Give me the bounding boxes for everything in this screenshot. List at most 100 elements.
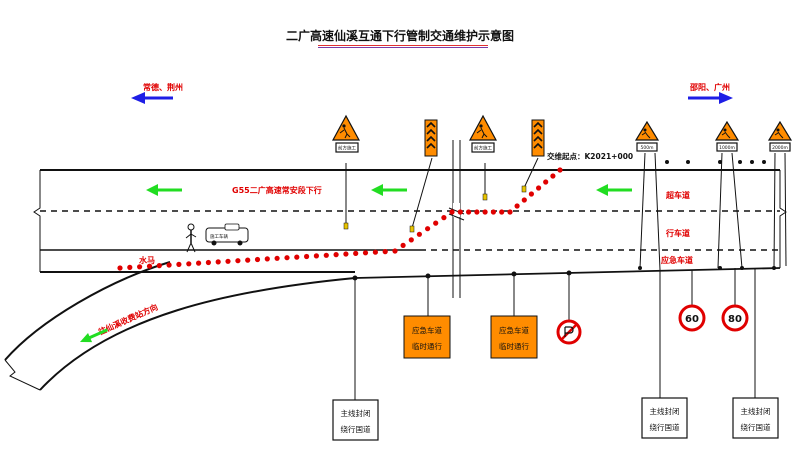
green-arrow-icon xyxy=(371,184,407,196)
traffic-cone xyxy=(457,209,463,215)
traffic-cone xyxy=(528,191,535,197)
closure-box-1: 主线封闭 绕行国道 xyxy=(332,399,379,441)
page-title: 二广高速仙溪互通下行管制交通维护示意图 xyxy=(286,28,514,43)
chevron-board-1 xyxy=(409,119,438,233)
closure-box-1-line2: 绕行国道 xyxy=(341,424,371,434)
vehicle-label: 施工车辆 xyxy=(210,233,228,240)
closure-box-2-line1: 主线封闭 xyxy=(650,406,680,416)
traffic-cone xyxy=(408,237,414,243)
traffic-cone xyxy=(313,253,319,259)
distance-sign-1000-plate: 1000m xyxy=(719,145,735,151)
traffic-cone xyxy=(166,262,172,268)
closure-box-3: 主线封闭 绕行国道 xyxy=(732,397,779,439)
closure-box-2-line2: 绕行国道 xyxy=(650,422,680,432)
traffic-cone xyxy=(127,264,133,270)
speed-limit-sign-80: 80 xyxy=(721,304,749,332)
traffic-cone xyxy=(284,255,290,261)
speed-limit-80-value: 80 xyxy=(728,314,742,325)
traffic-cone xyxy=(550,173,556,179)
closure-box-3-line1: 主线封闭 xyxy=(741,406,771,416)
barrier-label: 水马 xyxy=(138,255,155,265)
road-left-end xyxy=(33,170,41,272)
traffic-cone xyxy=(362,250,369,256)
no-parking-sign-icon xyxy=(556,319,582,345)
worker-sign-2-plate: 前方施工 xyxy=(474,145,492,152)
traffic-cone xyxy=(425,226,431,232)
blue-arrow-left-icon xyxy=(131,92,173,104)
green-arrow-icon xyxy=(146,184,182,196)
closure-box-1-line1: 主线封闭 xyxy=(341,408,371,418)
traffic-cone xyxy=(245,257,251,263)
traffic-cone xyxy=(490,209,496,215)
traffic-cone xyxy=(323,252,329,258)
work-vehicle-icon: 施工车辆 xyxy=(205,223,249,246)
traffic-cone xyxy=(146,263,153,269)
start-point-label: 交维起点：K2021+000 xyxy=(547,151,633,161)
digging-worker-icon xyxy=(641,128,651,139)
worker-sign-2: 前方施工 xyxy=(468,114,498,201)
distance-sign-1000: 1000m xyxy=(714,120,743,269)
traffic-cone xyxy=(333,252,339,258)
emergency-lane-sign-2-line2: 临时通行 xyxy=(499,341,529,351)
closure-box-2: 主线封闭 绕行国道 xyxy=(641,397,688,439)
chevron-board-2 xyxy=(521,119,545,193)
worker-sign-1: 前方施工 xyxy=(331,114,361,230)
direction-left: 常德、荆州 xyxy=(131,82,183,104)
sign-post-feet xyxy=(638,160,776,270)
emergency-lane-sign-2: 应急车道 临时通行 xyxy=(490,315,538,359)
traffic-cone xyxy=(294,254,300,260)
traffic-cone xyxy=(235,258,241,264)
traffic-cone xyxy=(536,185,542,191)
driving-lane-label: 行车道 xyxy=(665,228,690,238)
speed-limit-60-value: 60 xyxy=(685,314,699,325)
road xyxy=(33,140,787,298)
traffic-cone xyxy=(215,259,221,265)
traffic-cone xyxy=(557,167,563,173)
traffic-cone xyxy=(416,231,422,237)
digging-worker-icon xyxy=(774,128,784,139)
exit-ramp xyxy=(4,261,356,391)
direction-right-label: 邵阳、广州 xyxy=(689,82,730,92)
traffic-cone xyxy=(400,242,406,248)
traffic-cone xyxy=(186,261,192,267)
traffic-cone xyxy=(225,258,231,264)
traffic-cone xyxy=(372,249,378,255)
traffic-cone xyxy=(482,209,488,215)
traffic-cone xyxy=(543,179,549,185)
distance-sign-500-plate: 500m xyxy=(641,145,654,151)
traffic-cone xyxy=(521,197,527,203)
distance-sign-2000-plate: 2000m xyxy=(772,145,788,151)
traffic-cone xyxy=(507,209,513,215)
traffic-cone xyxy=(274,255,280,261)
worker-icon xyxy=(185,223,197,253)
emergency-lane-sign-1-line2: 临时通行 xyxy=(412,341,442,351)
traffic-cone xyxy=(205,259,211,266)
green-arrow-icon xyxy=(596,184,632,196)
traffic-cone xyxy=(474,209,480,215)
traffic-cone xyxy=(433,220,439,226)
traffic-cone xyxy=(392,248,398,254)
traffic-cone xyxy=(117,265,123,271)
traffic-cone xyxy=(514,203,520,209)
traffic-cone xyxy=(353,250,359,256)
traffic-cone xyxy=(254,256,261,263)
traffic-cone xyxy=(156,263,162,269)
green-arrow-icon xyxy=(80,328,109,343)
blue-arrow-right-icon xyxy=(688,92,733,104)
overtaking-lane-label: 超车道 xyxy=(665,190,690,200)
closure-box-3-line2: 绕行国道 xyxy=(741,422,771,432)
road-name-label: G55二广高速常安段下行 xyxy=(232,185,322,195)
digging-worker-icon xyxy=(476,124,488,139)
traffic-cone xyxy=(466,209,472,215)
traffic-cone xyxy=(441,215,447,221)
traffic-cone xyxy=(304,253,310,260)
traffic-cone xyxy=(499,209,505,215)
traffic-cone xyxy=(176,261,182,267)
digging-worker-icon xyxy=(721,128,731,139)
traffic-cone xyxy=(449,209,455,215)
traffic-cone xyxy=(196,260,202,266)
emergency-lane-sign-1: 应急车道 临时通行 xyxy=(403,315,451,359)
direction-right: 邵阳、广州 xyxy=(688,82,733,104)
traffic-cone xyxy=(343,251,349,257)
